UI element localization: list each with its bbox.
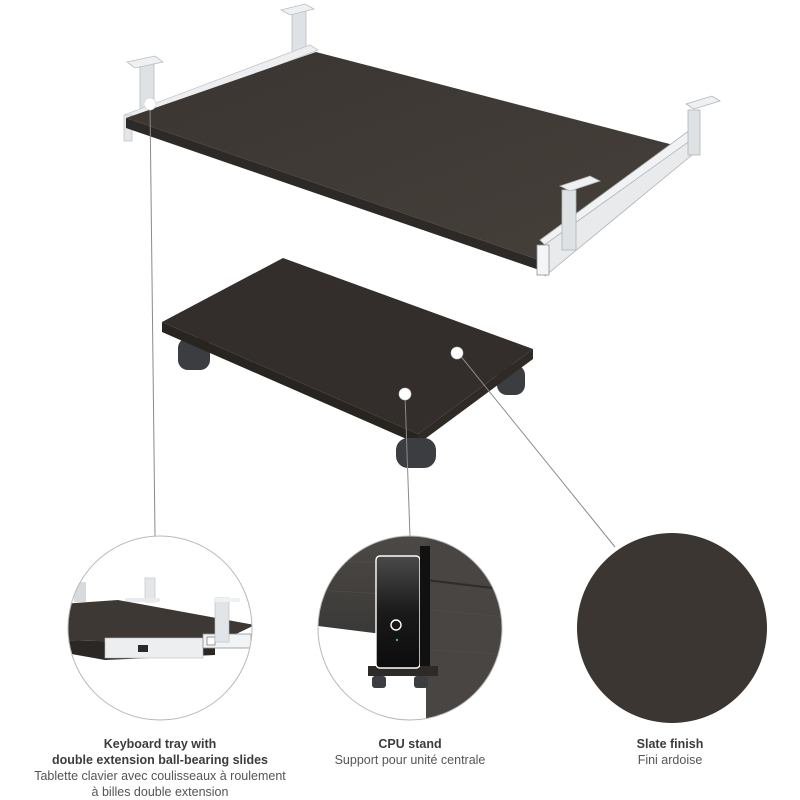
keyboard-tray-title-en-2: double extension ball-bearing slides — [51, 753, 268, 767]
keyboard-tray-title-fr-2: à billes double extension — [91, 785, 229, 799]
keyboard-tray-illustration — [123, 3, 721, 277]
cpu-stand-detail-image — [317, 535, 503, 721]
slate-finish-title-fr: Fini ardoise — [637, 753, 703, 767]
hotspot-slate-finish — [450, 346, 464, 360]
keyboard-tray-title-fr-1: Tablette clavier avec coulisseaux à roul… — [34, 769, 286, 783]
keyboard-tray-detail-image — [67, 535, 253, 721]
slate-swatch — [577, 533, 767, 723]
hotspot-keyboard-tray — [143, 97, 157, 111]
cpu-stand-title-fr: Support pour unité centrale — [334, 753, 486, 767]
slate-finish-title-en: Slate finish — [636, 737, 704, 751]
cpu-stand-illustration — [162, 258, 533, 468]
cpu-stand-caption: CPU stand Support pour unité centrale — [300, 736, 520, 768]
cpu-stand-title-en: CPU stand — [378, 737, 442, 751]
keyboard-tray-caption: Keyboard tray with double extension ball… — [0, 736, 320, 800]
leader-lines — [149, 103, 616, 548]
keyboard-tray-title-en-1: Keyboard tray with — [103, 737, 217, 751]
slate-finish-caption: Slate finish Fini ardoise — [570, 736, 770, 768]
hotspot-cpu-stand — [398, 387, 412, 401]
hotspot-markers — [143, 97, 464, 401]
